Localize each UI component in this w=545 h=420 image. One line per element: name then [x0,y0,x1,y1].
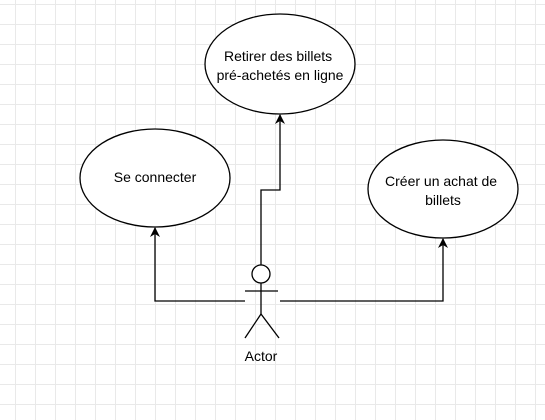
actor-label: Actor [245,348,278,364]
use-case-retirer-billets-line-2: pré-achetés en ligne [217,67,344,83]
use-case-se-connecter[interactable]: Se connecter [79,128,231,228]
use-case-creer-achat-label: Créer un achat de billets [385,173,501,208]
use-case-retirer-billets[interactable]: Retirer des billets pré-achetés en ligne [204,13,356,115]
use-case-se-connecter-label: Se connecter [114,169,197,185]
use-case-creer-achat-shape [367,139,519,239]
actor-icon [244,264,280,339]
use-case-creer-achat-line-2: billets [425,192,461,208]
connector-actor-to-retirer-billets[interactable] [260,114,285,266]
use-case-retirer-billets-label: Retirer des billets pré-achetés en ligne [217,48,344,83]
use-case-creer-achat[interactable]: Créer un achat de billets [367,139,519,239]
connectors [150,114,448,302]
use-case-se-connecter-line-1: Se connecter [114,169,197,185]
connector-actor-to-creer-achat[interactable] [280,238,448,302]
use-case-retirer-billets-line-1: Retirer des billets [224,48,332,64]
use-case-se-connecter-shape [79,128,231,228]
actor[interactable]: Actor [244,264,280,364]
use-case-retirer-billets-shape [204,13,356,115]
use-case-creer-achat-line-1: Créer un achat de [385,173,497,189]
connector-actor-to-se-connecter[interactable] [150,227,245,302]
